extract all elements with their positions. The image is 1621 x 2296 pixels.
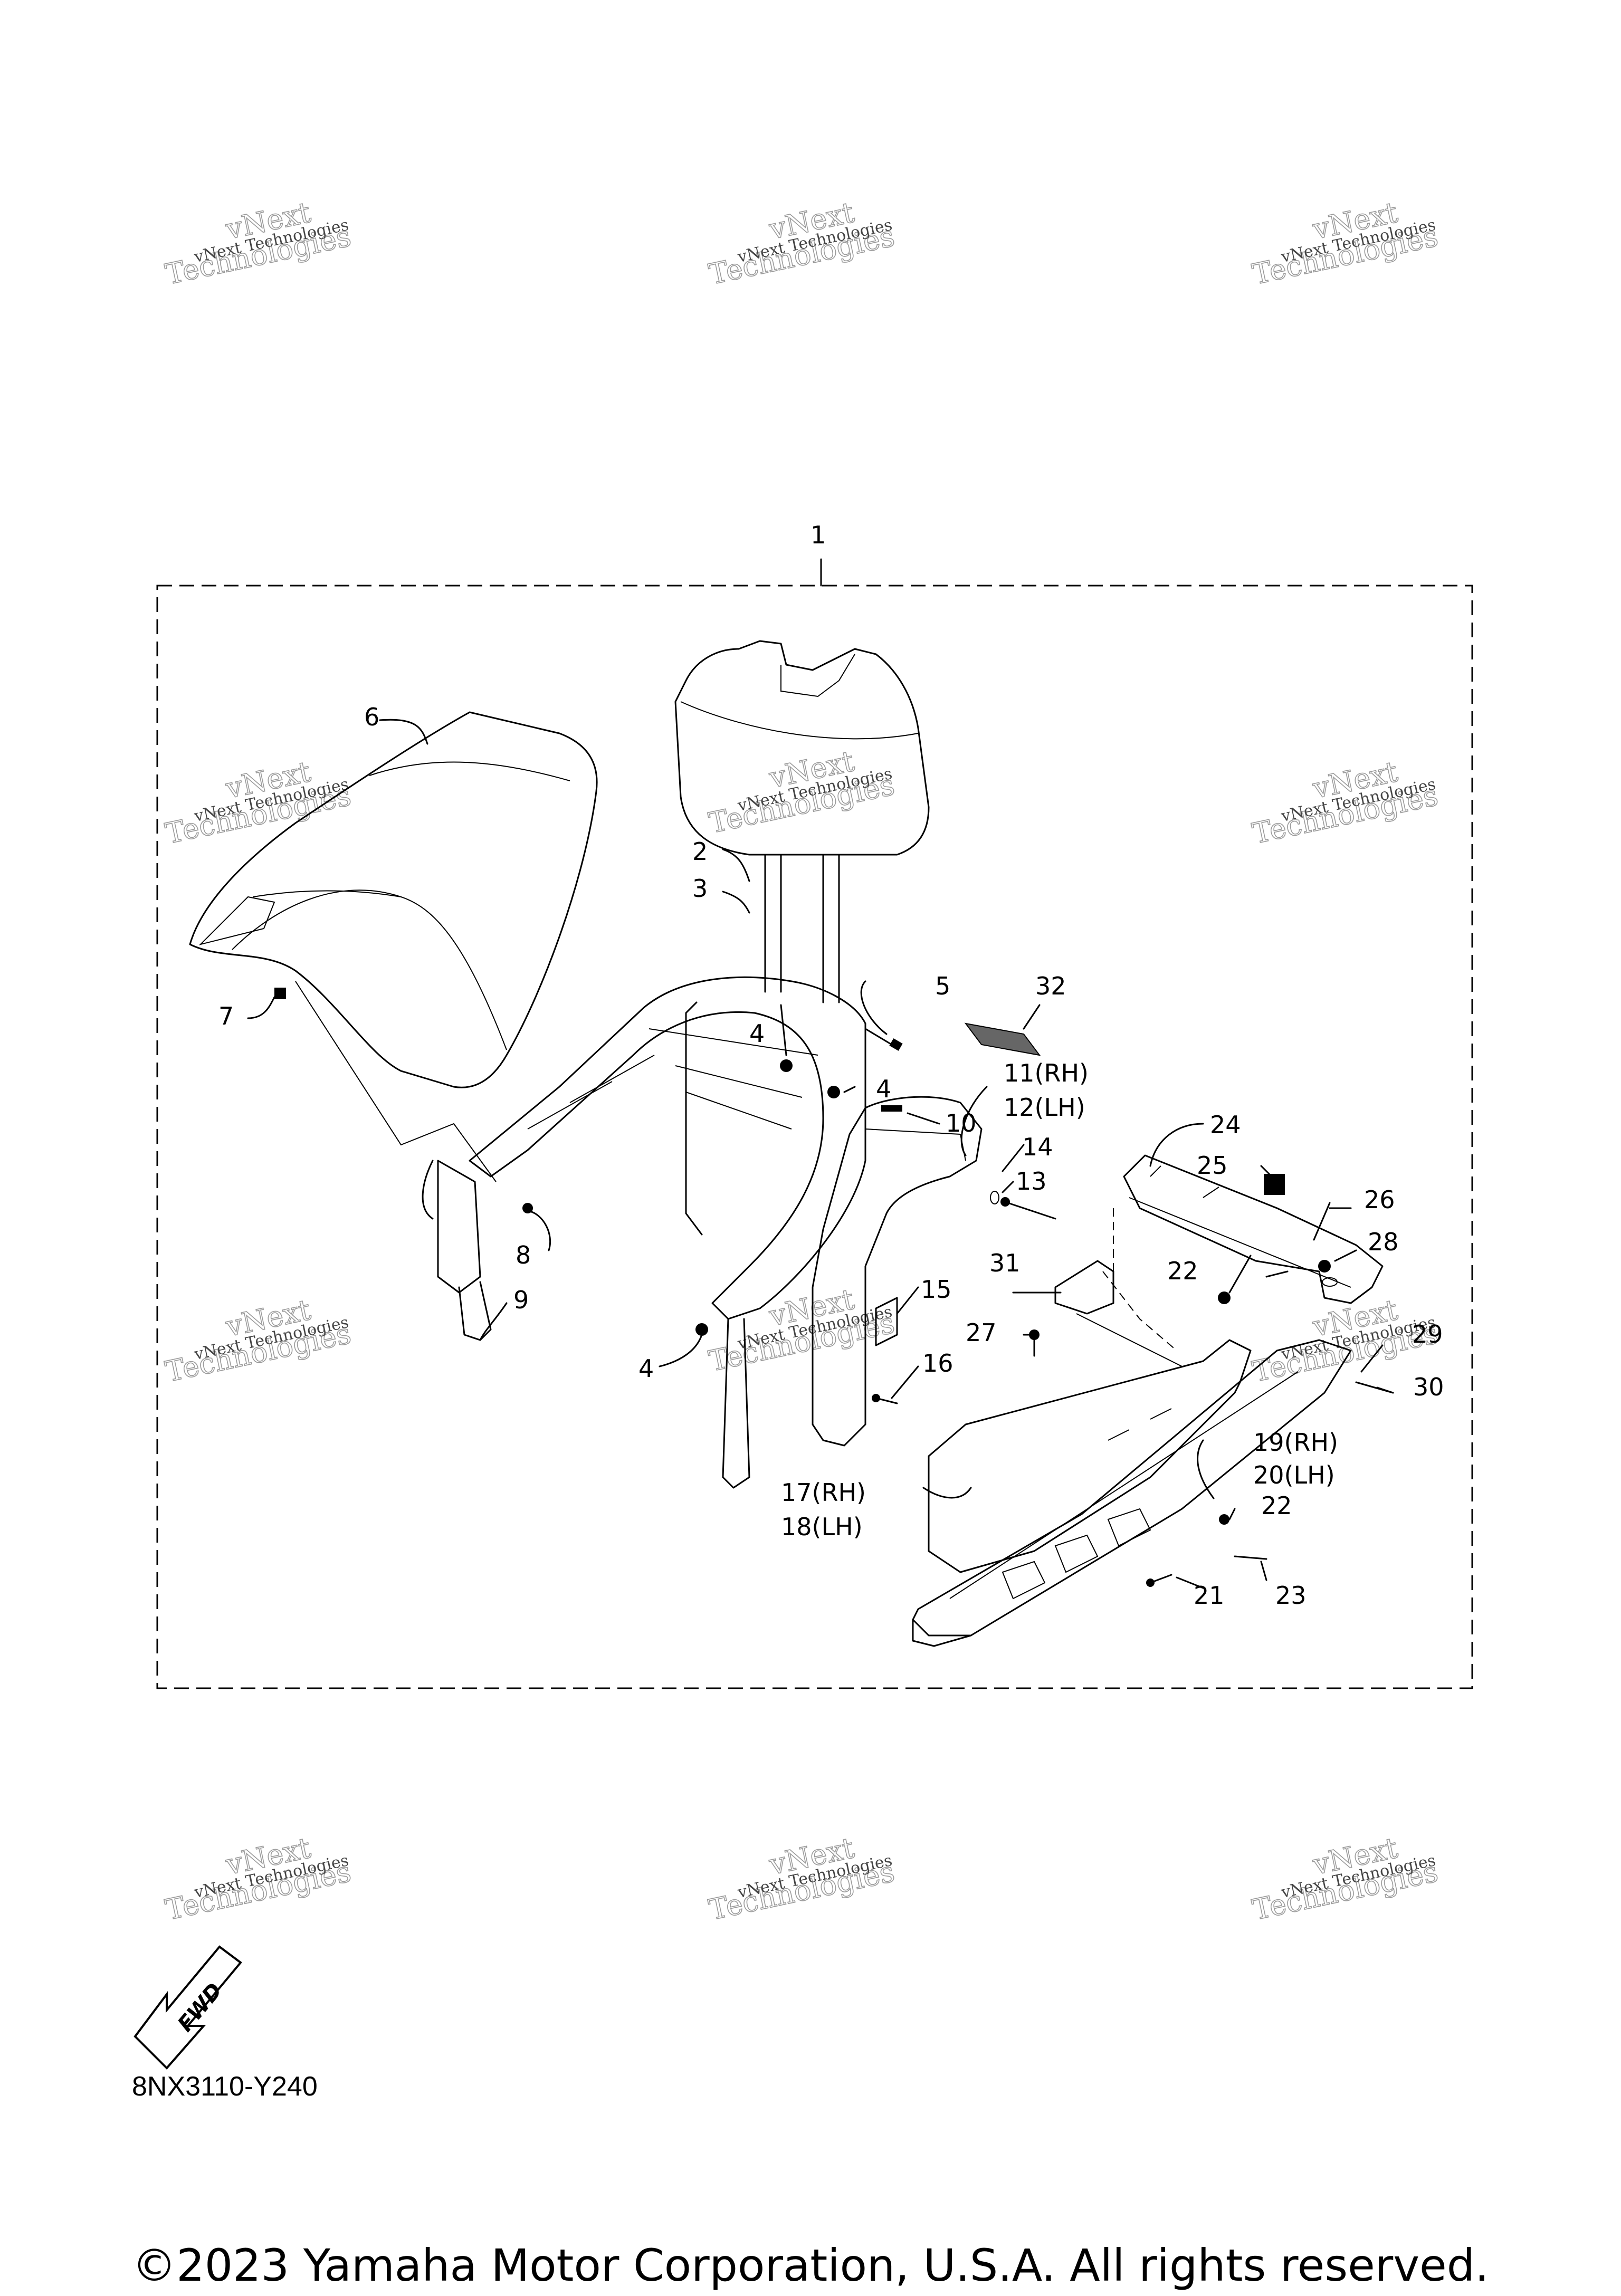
callout-31: 31	[989, 1249, 1021, 1277]
bolt-13	[1000, 1197, 1056, 1220]
callout-29: 29	[1412, 1320, 1443, 1348]
callout-22-low: 22	[1261, 1491, 1292, 1520]
callout-28: 28	[1368, 1228, 1399, 1256]
callout-4-low: 4	[638, 1354, 654, 1383]
callout-5: 5	[935, 972, 950, 1000]
diagram-code: 8NX3110-Y240	[132, 2071, 318, 2102]
watermark-mid-left: Technologies vNext vNext Technologies	[162, 754, 354, 851]
callout-7: 7	[218, 1002, 234, 1030]
watermark-mid-center: Technologies vNext vNext Technologies	[705, 744, 898, 840]
backrest-frame	[422, 976, 866, 1489]
callout-1: 1	[810, 521, 826, 549]
watermarks: Technologies vNext vNext Technologies Te…	[162, 195, 1441, 1927]
pin-10	[881, 1105, 902, 1112]
callout-24: 24	[1210, 1111, 1241, 1139]
footrest-rail	[912, 1339, 1352, 1647]
bolt-21	[1146, 1574, 1172, 1587]
grommet-25	[1264, 1174, 1285, 1195]
copyright-notice: ©2023 Yamaha Motor Corporation, U.S.A. A…	[132, 2240, 1489, 2291]
callout-labels: 1 2 3 4 4 4 5 6 7 8 9 10 11(RH) 12(LH) 1…	[218, 521, 1444, 1610]
callout-4-top: 4	[749, 1019, 765, 1048]
label-plate-32	[964, 1022, 1041, 1056]
callout-10: 10	[946, 1109, 977, 1137]
callout-8: 8	[516, 1241, 531, 1269]
callout-17: 17(RH)	[781, 1478, 866, 1507]
callout-2: 2	[692, 837, 708, 866]
bolt-27	[1029, 1329, 1040, 1357]
seat-cushion	[189, 711, 598, 1088]
bracket-15	[875, 1297, 898, 1346]
nut-22-low	[1219, 1514, 1229, 1525]
bolt-5	[864, 1028, 903, 1051]
watermark-bottom-right: Technologies vNext vNext Technologies	[1249, 1831, 1441, 1927]
backrest-pad	[674, 640, 930, 1003]
callout-25: 25	[1197, 1151, 1228, 1180]
nut-4-top	[780, 1059, 793, 1072]
washer-14	[990, 1191, 999, 1204]
guide-lines	[295, 981, 1183, 1367]
callout-13: 13	[1016, 1167, 1047, 1195]
callout-30: 30	[1413, 1373, 1444, 1401]
assembly-frame	[156, 558, 1473, 1689]
watermark-top-left: Technologies vNext vNext Technologies	[162, 195, 354, 292]
callout-14: 14	[1022, 1133, 1053, 1161]
armrest-side	[812, 1096, 983, 1447]
nut-22-high	[1218, 1292, 1231, 1304]
callout-19: 19(RH)	[1253, 1428, 1338, 1457]
fwd-arrow-icon: FWD	[134, 1945, 242, 2070]
callout-32: 32	[1035, 972, 1066, 1000]
collar-7	[274, 988, 286, 999]
callout-3: 3	[692, 874, 708, 903]
callout-15: 15	[921, 1275, 952, 1304]
callout-12: 12(LH)	[1004, 1093, 1085, 1122]
bolt-16	[872, 1394, 898, 1404]
callout-26: 26	[1364, 1185, 1395, 1214]
callout-20: 20(LH)	[1253, 1461, 1335, 1489]
watermark-bottom-center: Technologies vNext vNext Technologies	[705, 1831, 898, 1927]
callout-11: 11(RH)	[1004, 1059, 1089, 1087]
hardware-parts	[274, 988, 1394, 1587]
callout-22-high: 22	[1167, 1257, 1198, 1285]
watermark-bottom-left: Technologies vNext vNext Technologies	[162, 1831, 354, 1927]
nut-4-low	[695, 1323, 708, 1336]
mounting-bracket	[1054, 1154, 1384, 1315]
watermark-mid-right: Technologies vNext vNext Technologies	[1249, 754, 1441, 851]
watermark-top-right: Technologies vNext vNext Technologies	[1249, 195, 1441, 292]
callout-18: 18(LH)	[781, 1513, 863, 1541]
callout-23: 23	[1275, 1581, 1307, 1610]
nut-4-right	[827, 1086, 840, 1098]
watermark-top-center: Technologies vNext vNext Technologies	[705, 195, 898, 292]
callout-6: 6	[364, 703, 379, 731]
nut-28	[1318, 1260, 1331, 1273]
callout-9: 9	[513, 1286, 529, 1314]
watermark-low-center: Technologies vNext vNext Technologies	[705, 1282, 898, 1379]
callout-27: 27	[966, 1318, 997, 1347]
clip-23	[1234, 1555, 1267, 1560]
callout-16: 16	[922, 1349, 953, 1377]
leader-lines	[247, 719, 1394, 1589]
watermark-low-left: Technologies vNext vNext Technologies	[162, 1293, 354, 1389]
bolt-26	[1313, 1202, 1331, 1241]
callout-21: 21	[1194, 1581, 1225, 1610]
callout-4-right: 4	[876, 1075, 891, 1103]
